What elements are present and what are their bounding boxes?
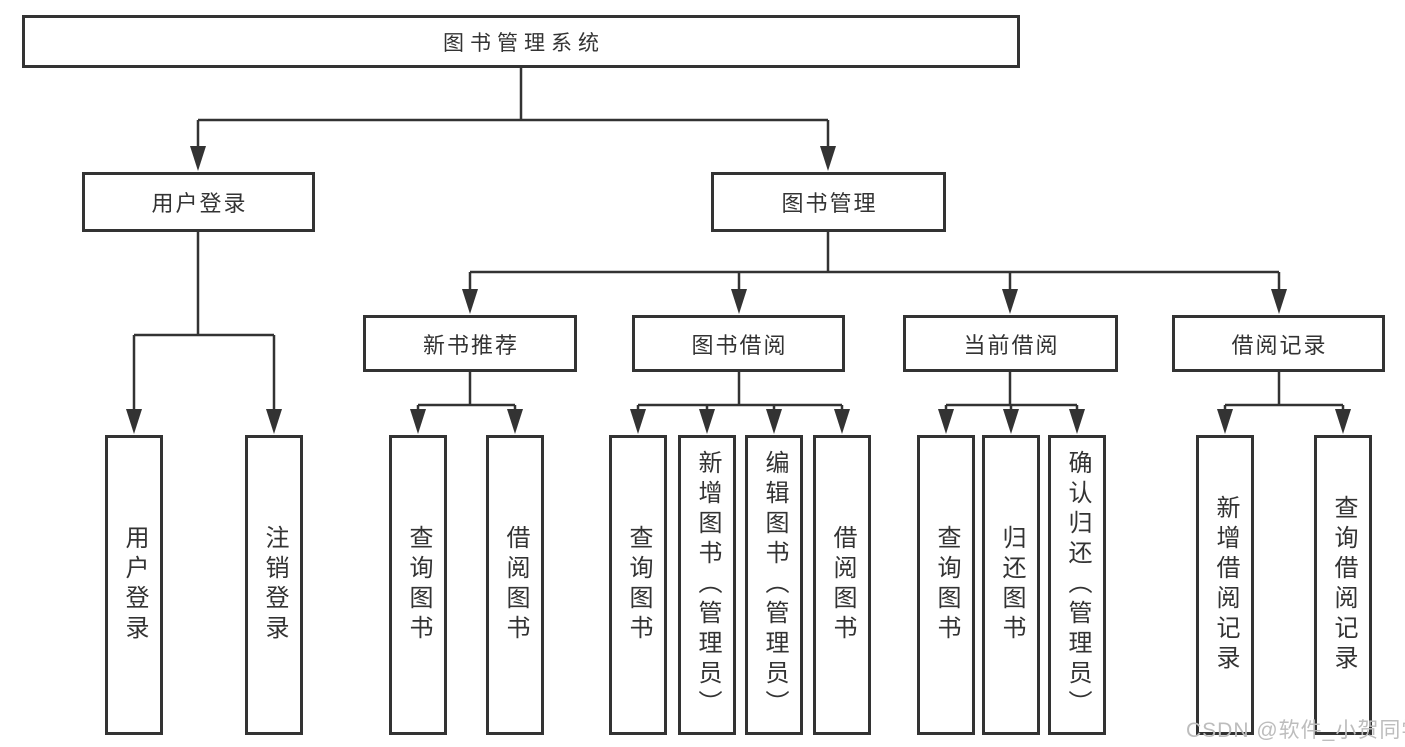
node-borrow-records: 借阅记录 bbox=[1172, 315, 1385, 372]
leaf-label: 注销登录 bbox=[261, 525, 288, 645]
leaf-label: 归还图书 bbox=[998, 525, 1025, 645]
leaf-return-books: 归还图书 bbox=[982, 435, 1040, 735]
leaf-label: 新增图书（管理员） bbox=[694, 450, 721, 720]
leaf-label: 新增借阅记录 bbox=[1212, 495, 1239, 675]
leaf-label: 用户登录 bbox=[121, 525, 148, 645]
leaf-query-books-recommend: 查询图书 bbox=[389, 435, 447, 735]
leaf-label: 编辑图书（管理员） bbox=[761, 450, 788, 720]
leaf-label: 查询图书 bbox=[625, 525, 652, 645]
leaf-user-login: 用户登录 bbox=[105, 435, 163, 735]
leaf-query-books-borrow: 查询图书 bbox=[609, 435, 667, 735]
node-user-login: 用户登录 bbox=[82, 172, 315, 232]
node-new-book-recommend: 新书推荐 bbox=[363, 315, 577, 372]
node-root: 图书管理系统 bbox=[22, 15, 1020, 68]
leaf-borrow-books: 借阅图书 bbox=[813, 435, 871, 735]
leaf-label: 借阅图书 bbox=[502, 525, 529, 645]
leaf-label: 查询图书 bbox=[405, 525, 432, 645]
leaf-label: 借阅图书 bbox=[829, 525, 856, 645]
leaf-confirm-return-admin: 确认归还（管理员） bbox=[1048, 435, 1106, 735]
node-current-borrow: 当前借阅 bbox=[903, 315, 1118, 372]
leaf-label: 查询图书 bbox=[933, 525, 960, 645]
leaf-query-books-current: 查询图书 bbox=[917, 435, 975, 735]
leaf-edit-books-admin: 编辑图书（管理员） bbox=[745, 435, 803, 735]
leaf-add-borrow-record: 新增借阅记录 bbox=[1196, 435, 1254, 735]
leaf-label: 确认归还（管理员） bbox=[1064, 450, 1091, 720]
node-book-borrow: 图书借阅 bbox=[632, 315, 845, 372]
leaf-query-borrow-record: 查询借阅记录 bbox=[1314, 435, 1372, 735]
leaf-logout: 注销登录 bbox=[245, 435, 303, 735]
node-book-management: 图书管理 bbox=[711, 172, 946, 232]
watermark: CSDN @软件_小贺同学 bbox=[1186, 719, 1405, 742]
arrowheads bbox=[126, 146, 1351, 434]
leaf-borrow-books-recommend: 借阅图书 bbox=[486, 435, 544, 735]
leaf-label: 查询借阅记录 bbox=[1330, 495, 1357, 675]
leaf-add-books-admin: 新增图书（管理员） bbox=[678, 435, 736, 735]
